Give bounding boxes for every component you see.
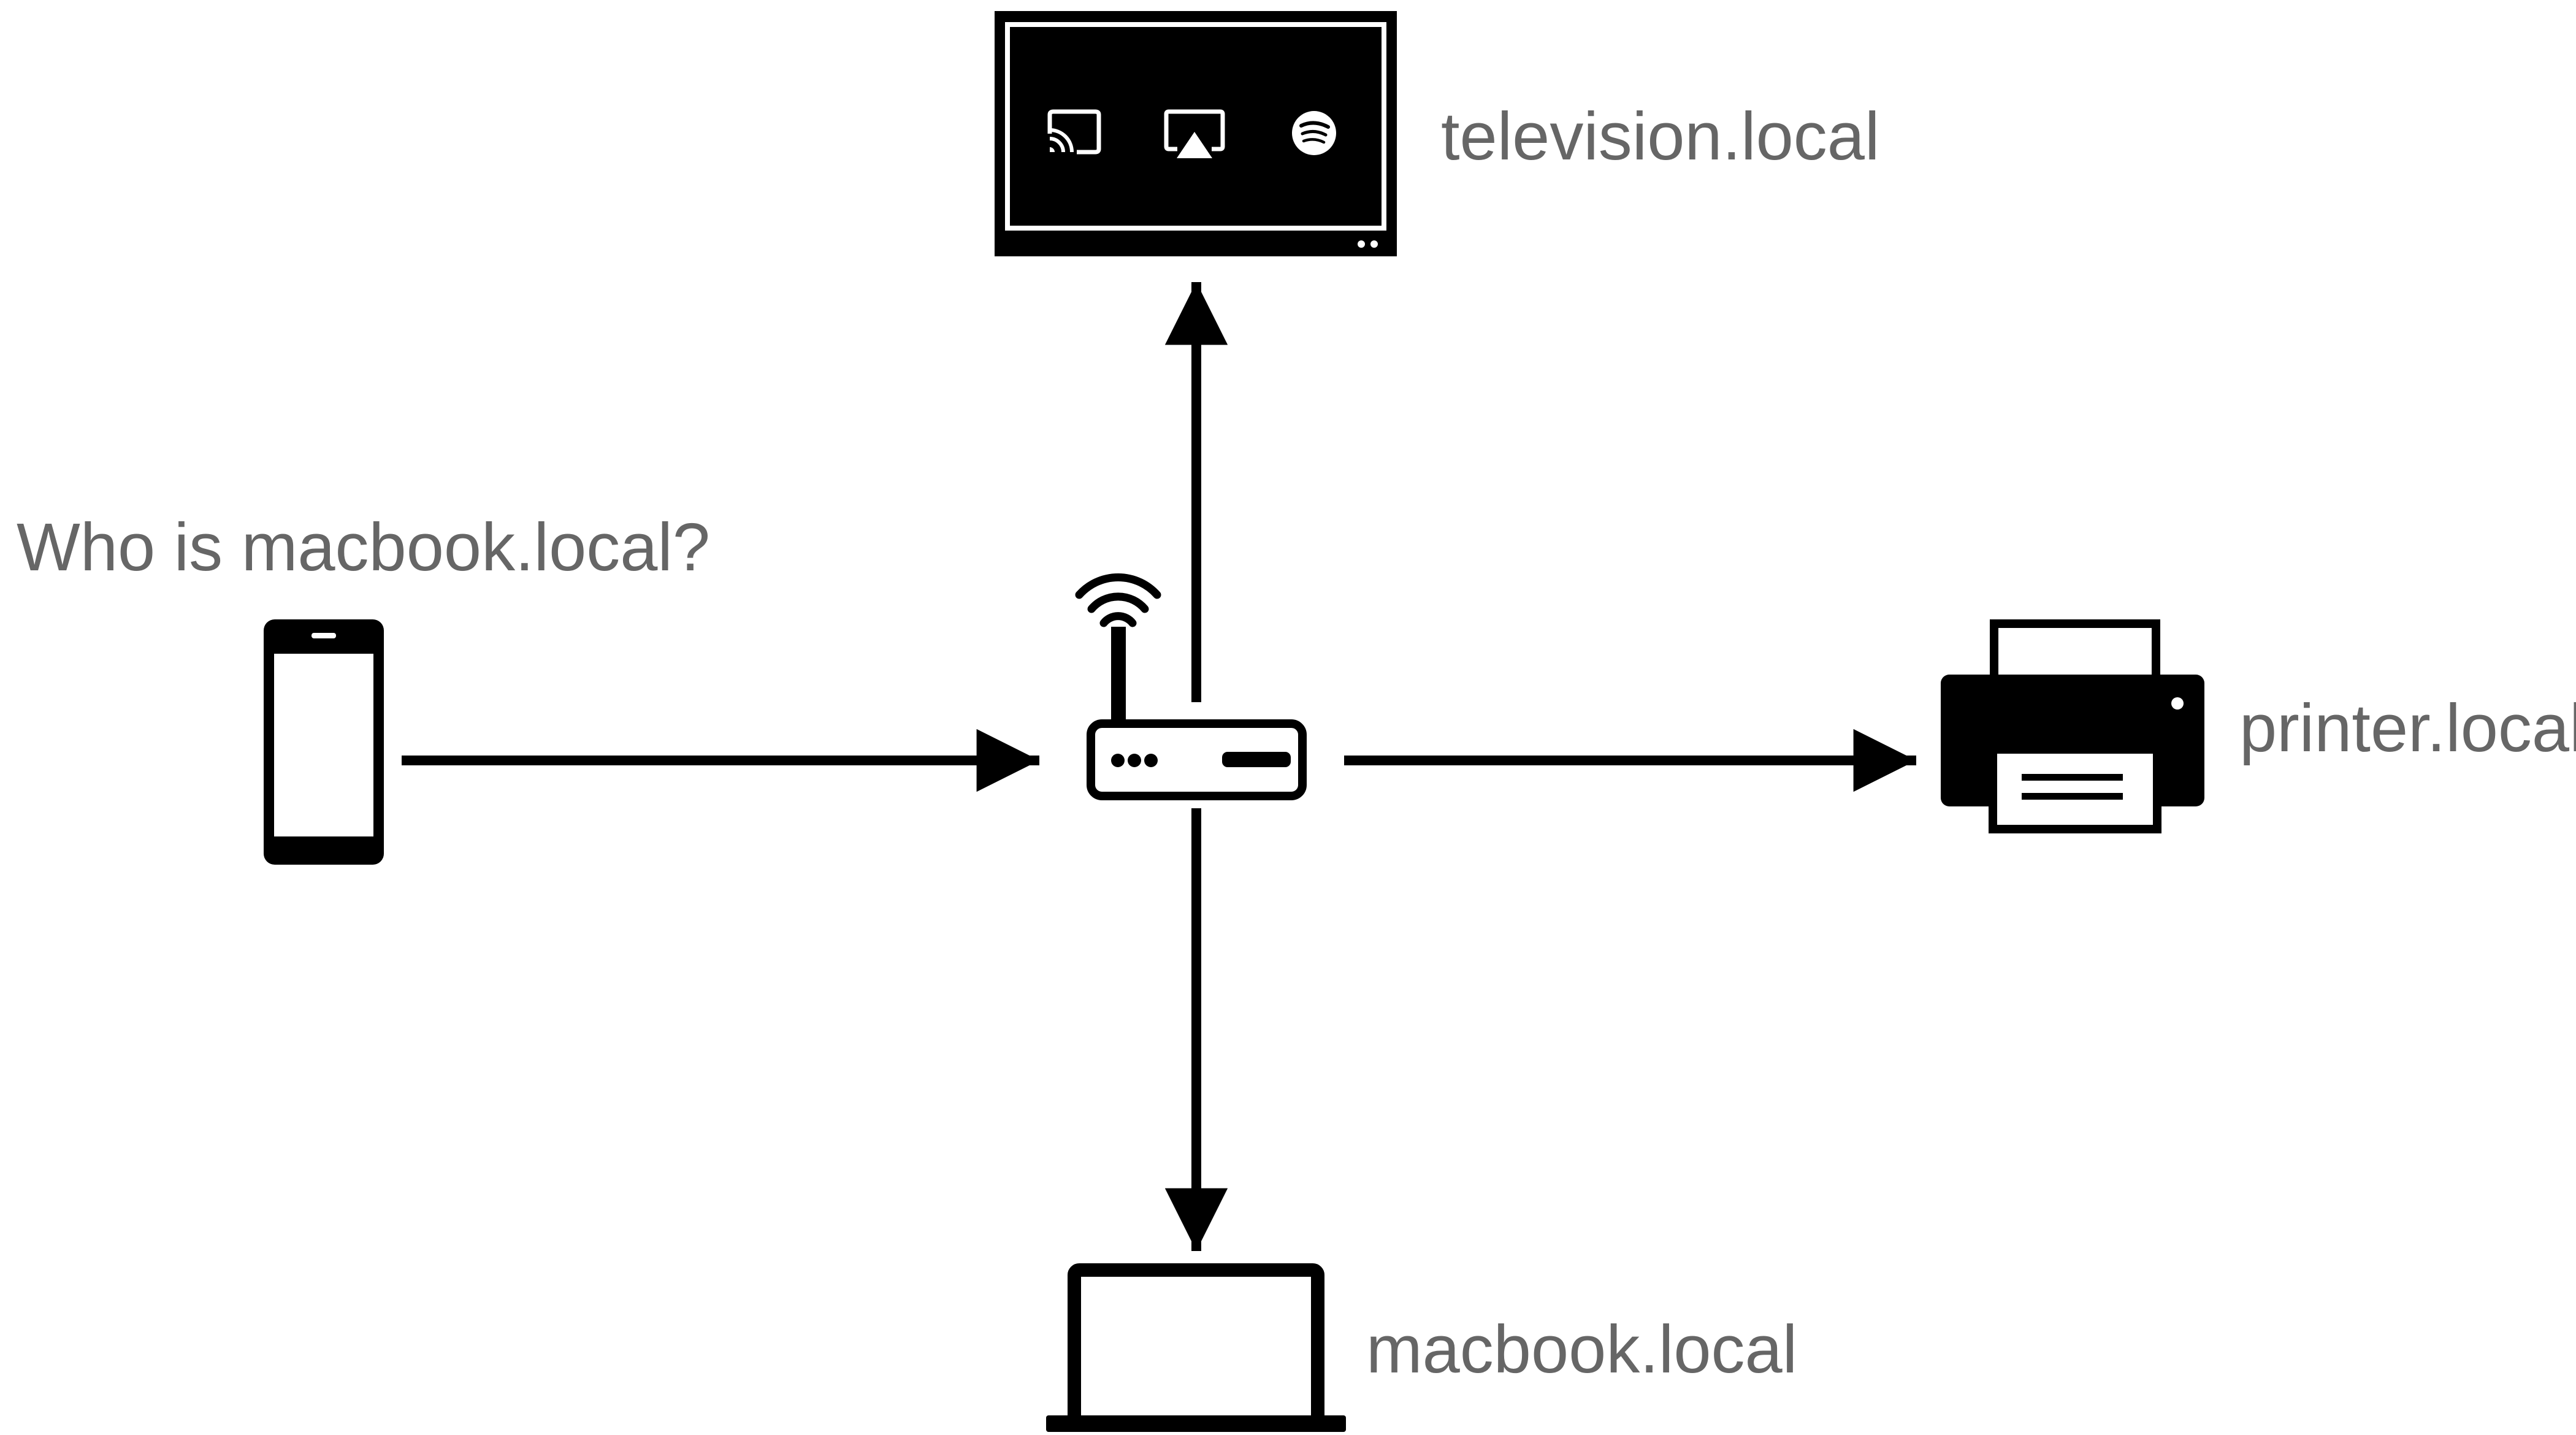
- wifi-router-icon: [1075, 573, 1307, 800]
- airplay-icon: [1164, 109, 1225, 158]
- edges: [402, 282, 1916, 1251]
- laptop-label: macbook.local: [1366, 1312, 1798, 1387]
- printer-icon: [1941, 619, 2204, 833]
- television-label: television.local: [1441, 99, 1880, 174]
- printer-label: printer.local: [2239, 691, 2576, 766]
- chromecast-icon: [1047, 109, 1101, 155]
- laptop-icon: [1046, 1263, 1346, 1432]
- smartphone-icon: [264, 619, 384, 865]
- query-label: Who is macbook.local?: [17, 510, 711, 585]
- television-icon: [995, 11, 1397, 256]
- spotify-icon: [1292, 111, 1336, 155]
- wifi-signal-icon: [1075, 573, 1161, 599]
